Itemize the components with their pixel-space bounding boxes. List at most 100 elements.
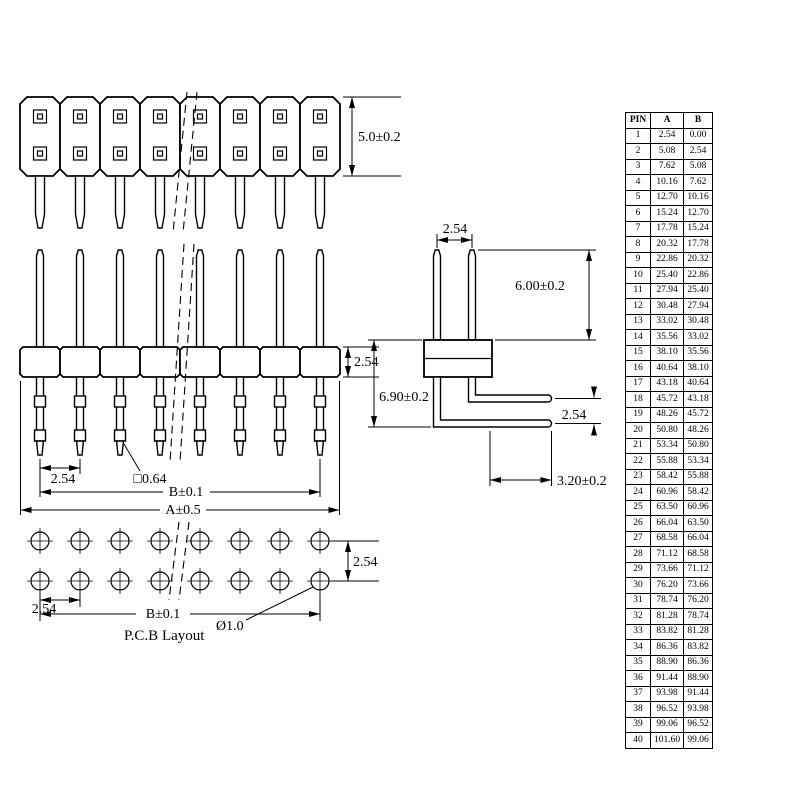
table-cell: 6	[625, 205, 651, 222]
table-cell: 18	[625, 391, 651, 408]
table-cell: 7	[625, 220, 651, 237]
housing-segment	[299, 96, 341, 229]
dim-label-tail-length: 3.20±0.2	[557, 474, 607, 489]
dim-label-body-height: 6.90±0.2	[379, 390, 429, 405]
table-cell: 2.54	[683, 143, 713, 160]
table-cell: 5.08	[683, 158, 713, 175]
pcb-hole	[266, 527, 294, 555]
table-cell: 25.40	[650, 267, 684, 284]
pin	[113, 376, 127, 456]
dim-label-span-a: A±0.5	[165, 503, 200, 518]
dim-label-mating-height: 6.00±0.2	[515, 279, 565, 294]
housing-segment	[139, 346, 181, 378]
table-cell: 22.86	[650, 251, 684, 268]
pin	[73, 376, 87, 456]
table-cell: 21	[625, 437, 651, 454]
pin	[115, 249, 125, 348]
table-header-a: A	[650, 112, 684, 129]
table-cell: 15.24	[650, 205, 684, 222]
table-cell: 43.18	[683, 391, 713, 408]
table-cell: 55.88	[650, 453, 684, 470]
break-line	[168, 521, 180, 601]
dim-label-pitch: 2.54	[51, 472, 76, 487]
table-cell: 71.12	[683, 561, 713, 578]
pcb-hole	[226, 567, 254, 595]
table-cell: 30.48	[683, 313, 713, 330]
table-cell: 25.40	[683, 282, 713, 299]
table-cell: 17.78	[683, 236, 713, 253]
table-cell: 10.16	[650, 174, 684, 191]
housing-segment	[179, 96, 221, 229]
table-cell: 55.88	[683, 468, 713, 485]
table-cell: 13	[625, 313, 651, 330]
table-cell: 7.62	[650, 158, 684, 175]
table-cell: 35.56	[650, 329, 684, 346]
pin	[233, 376, 247, 456]
table-cell: 17	[625, 375, 651, 392]
table-cell: 4	[625, 174, 651, 191]
table-cell: 88.90	[683, 670, 713, 687]
table-cell: 11	[625, 282, 651, 299]
dim-pcb-span-b: B±0.1	[40, 593, 321, 622]
pcb-hole	[66, 527, 94, 555]
pcb-hole	[146, 527, 174, 555]
side-pin-left	[432, 249, 442, 341]
table-cell: 53.34	[650, 437, 684, 454]
table-cell: 58.42	[650, 468, 684, 485]
housing-segment	[219, 346, 261, 378]
table-cell: 66.04	[683, 530, 713, 547]
table-cell: 40	[625, 732, 651, 749]
table-cell: 40.64	[683, 375, 713, 392]
table-cell: 63.50	[650, 499, 684, 516]
break-line	[182, 91, 198, 234]
table-cell: 2	[625, 143, 651, 160]
table-cell: 16	[625, 360, 651, 377]
pcb-hole	[226, 527, 254, 555]
pin	[155, 249, 165, 348]
break-line	[169, 243, 185, 463]
table-cell: 24	[625, 484, 651, 501]
table-cell: 88.90	[650, 654, 684, 671]
table-cell: 15.24	[683, 220, 713, 237]
table-cell: 12.70	[683, 205, 713, 222]
table-cell: 8	[625, 236, 651, 253]
dim-pcb-row-pitch: 2.54	[331, 540, 379, 582]
table-cell: 12	[625, 298, 651, 315]
table-cell: 10.16	[683, 189, 713, 206]
housing-segment	[59, 346, 101, 378]
housing-segment	[139, 96, 181, 229]
table-cell: 1	[625, 127, 651, 144]
pin	[313, 376, 327, 456]
table-cell: 3	[625, 158, 651, 175]
table-cell: 99.06	[650, 716, 684, 733]
table-cell: 22	[625, 453, 651, 470]
table-cell: 0.00	[683, 127, 713, 144]
table-cell: 91.44	[650, 670, 684, 687]
table-cell: 68.58	[650, 530, 684, 547]
table-cell: 45.72	[650, 391, 684, 408]
table-cell: 96.52	[683, 716, 713, 733]
break-line	[178, 521, 190, 601]
table-cell: 83.82	[650, 623, 684, 640]
dim-span-b: B±0.1	[40, 459, 321, 500]
pin-table-header: PIN A B	[625, 112, 713, 129]
dim-pin-square: □0.64	[123, 443, 166, 487]
table-cell: 31	[625, 592, 651, 609]
